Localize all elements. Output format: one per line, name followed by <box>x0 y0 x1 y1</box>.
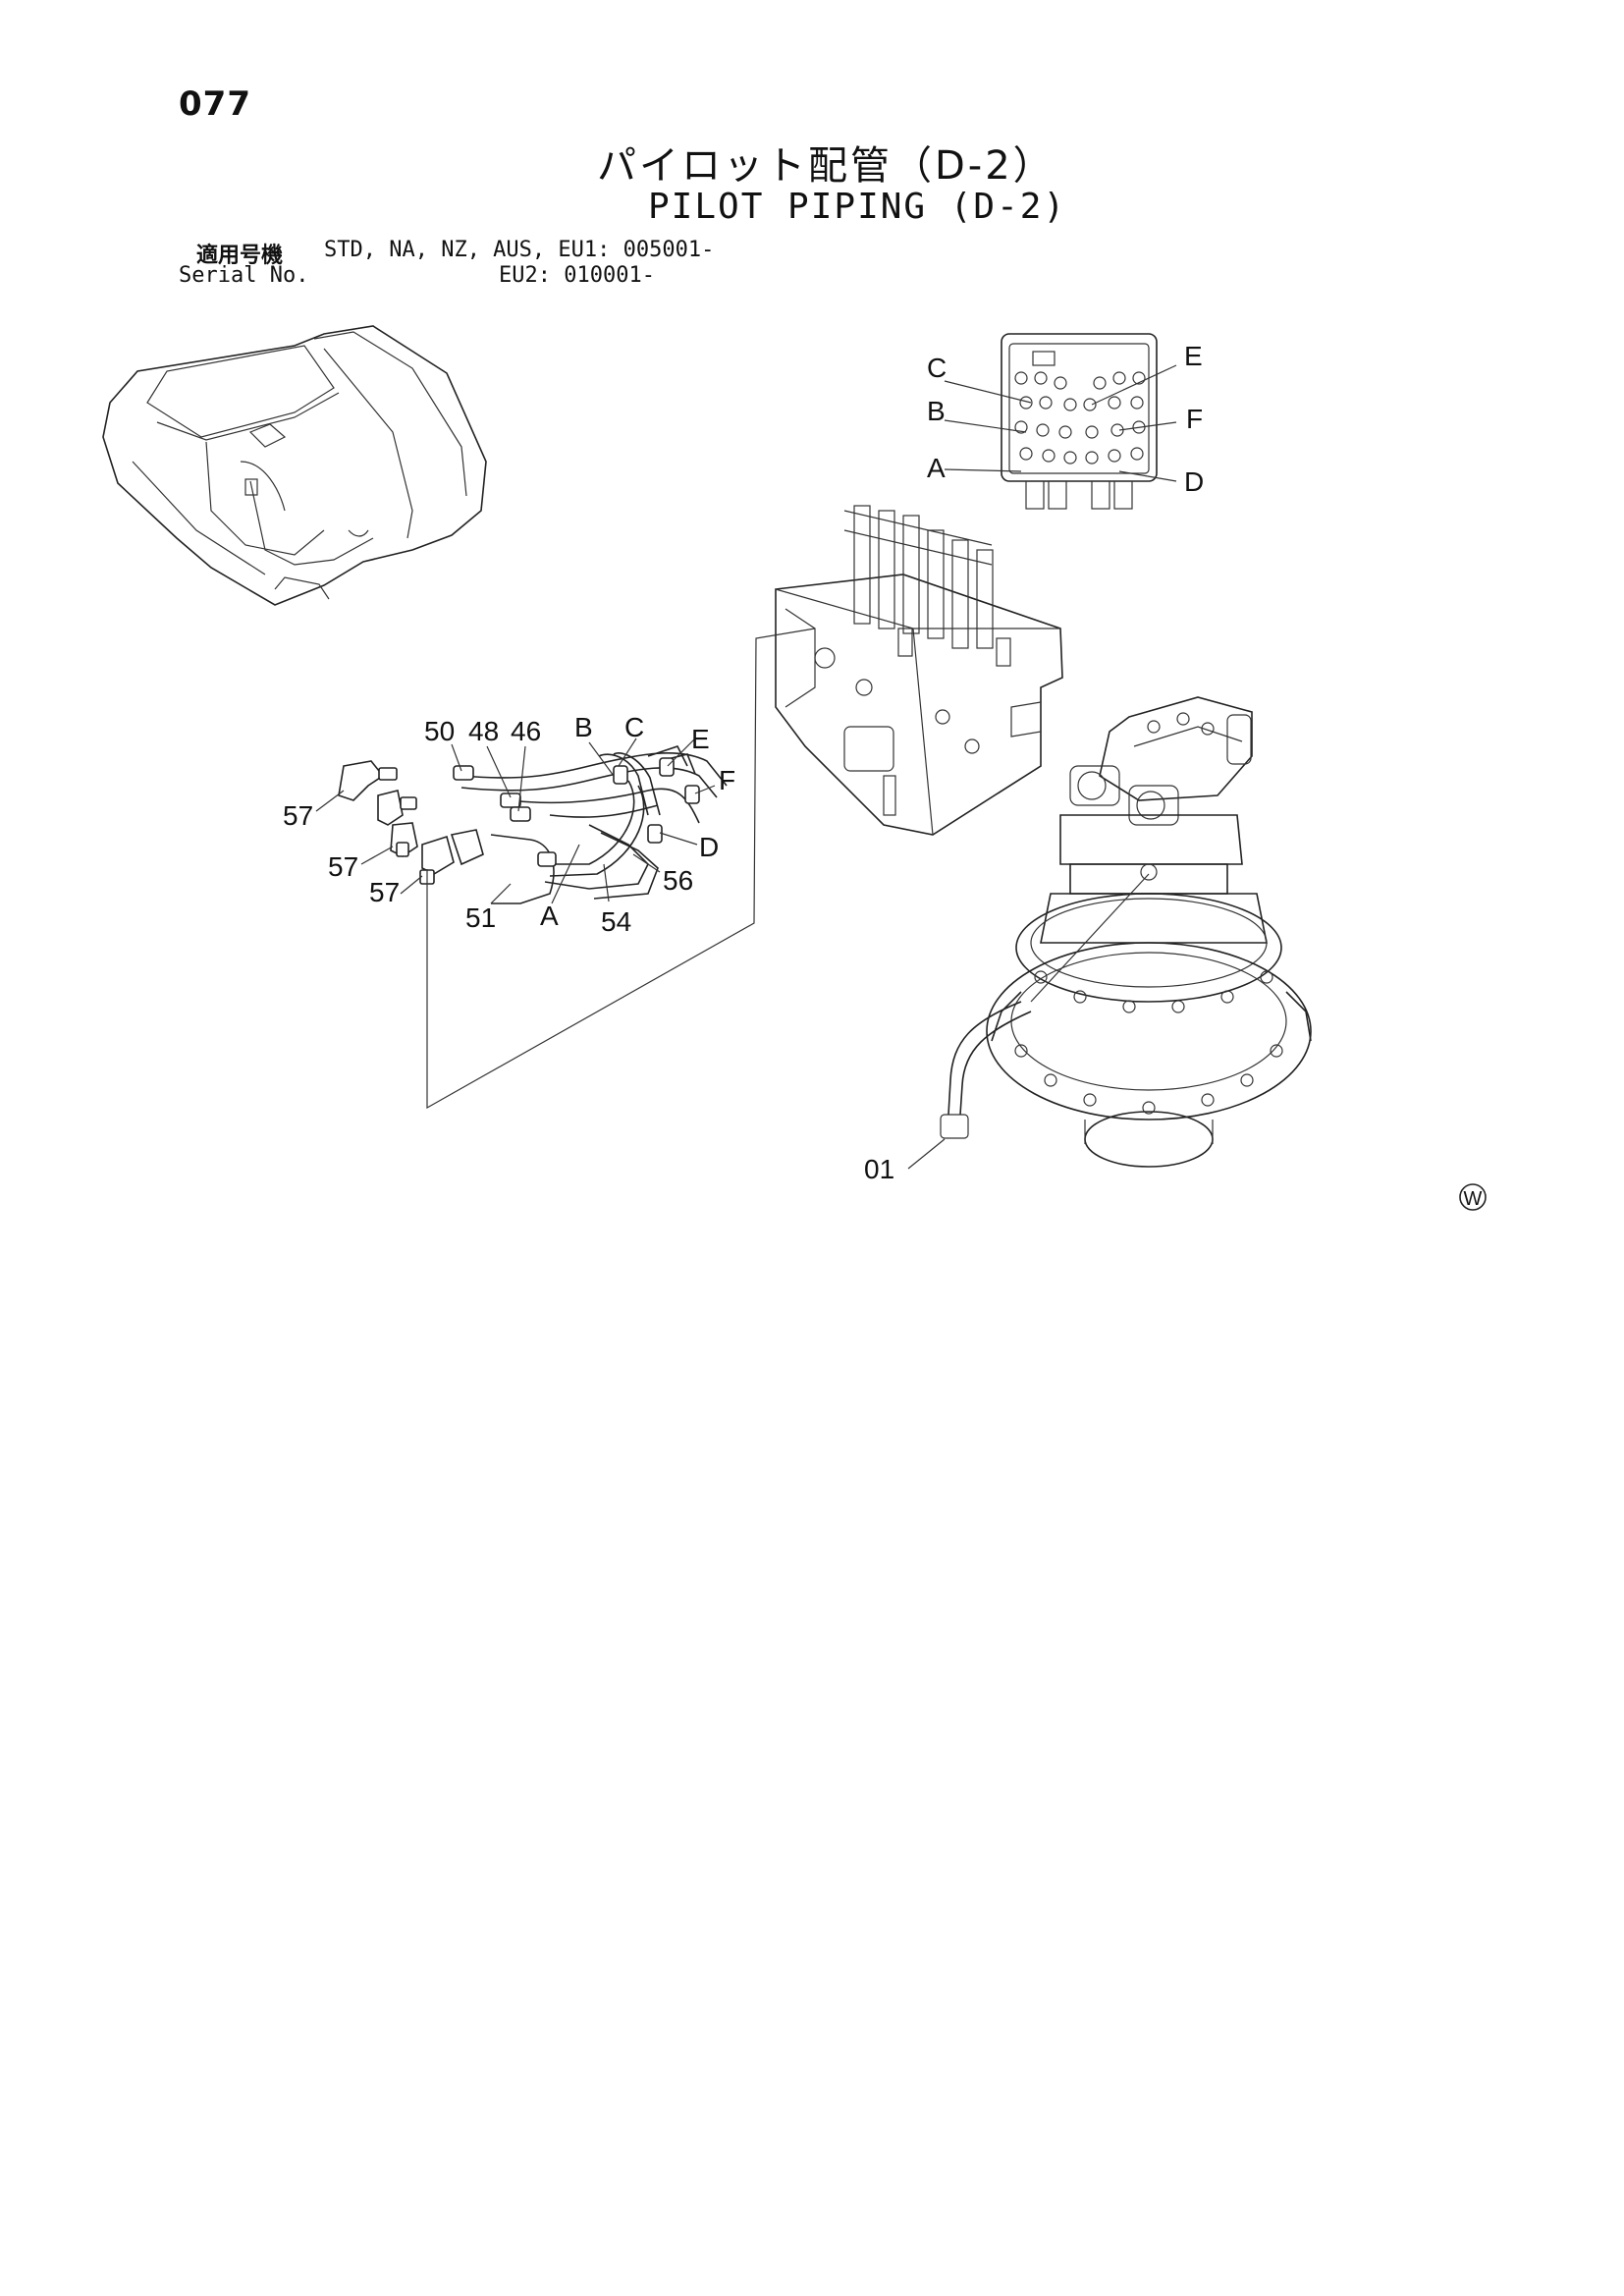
serial-range-1: STD, NA, NZ, AUS, EU1: 005001- <box>324 238 715 262</box>
serial-label-japanese: 適用号機 <box>196 244 284 268</box>
callout-hose-c: C <box>624 712 644 742</box>
callout-part-50: 50 <box>424 716 455 746</box>
w-mark-icon: W <box>1459 1183 1487 1211</box>
callout-part-54: 54 <box>601 906 631 937</box>
serial-label-english: Serial No. <box>179 263 309 288</box>
callout-hose-b: B <box>574 712 593 742</box>
callout-valve-c: C <box>927 353 947 383</box>
callout-valve-d: D <box>1184 466 1204 497</box>
callout-part-51: 51 <box>465 902 496 933</box>
callout-hose-d: D <box>699 832 719 862</box>
callout-hose-f: F <box>719 765 735 795</box>
w-mark-label: W <box>1464 1188 1483 1210</box>
callout-hose-e: E <box>691 724 710 754</box>
swing-motor-assembly <box>907 696 1312 1170</box>
callout-hose-a: A <box>540 901 559 931</box>
control-valve-assembly <box>775 505 1063 836</box>
callout-valve-f: F <box>1186 404 1203 434</box>
callout-part-48: 48 <box>468 716 499 746</box>
callout-part-56: 56 <box>663 865 693 896</box>
callout-part-46: 46 <box>511 716 541 746</box>
excavator-cab-illustration <box>102 325 487 606</box>
pilot-hose-assembly <box>315 628 816 1110</box>
serial-range-2: EU2: 010001- <box>499 263 655 288</box>
callout-part-57-a: 57 <box>283 800 313 831</box>
title-english: PILOT PIPING (D-2) <box>648 187 1067 227</box>
page-number: 077 <box>179 84 251 124</box>
callout-valve-a: A <box>927 453 946 483</box>
callout-part-57-b: 57 <box>328 851 358 882</box>
callout-part-57-c: 57 <box>369 877 400 907</box>
title-japanese: パイロット配管（D-2） <box>597 143 1056 189</box>
callout-valve-b: B <box>927 396 946 426</box>
callout-valve-e: E <box>1184 341 1203 371</box>
pilot-valve-block <box>944 333 1177 510</box>
callout-part-01: 01 <box>864 1154 894 1184</box>
